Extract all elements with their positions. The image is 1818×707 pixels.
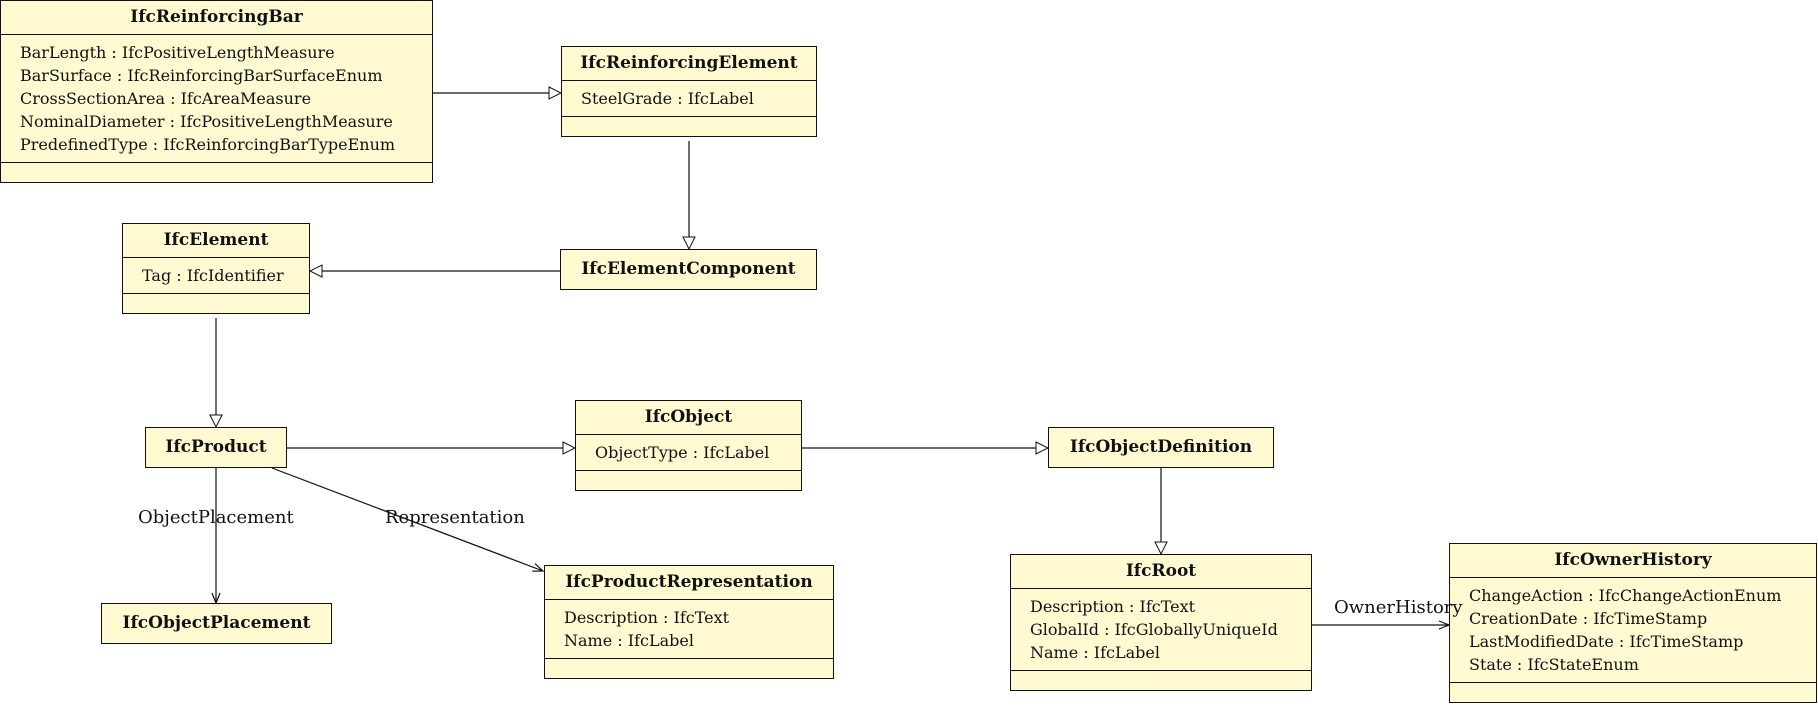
class-ifcreinforcingelement: IfcReinforcingElement SteelGrade : IfcLa…	[561, 46, 817, 137]
attribute: PredefinedType : IfcReinforcingBarTypeEn…	[20, 135, 396, 154]
class-name: IfcRoot	[1125, 561, 1197, 581]
attribute: Description : IfcText	[1030, 597, 1196, 616]
class-name: IfcObject	[644, 407, 733, 427]
class-ifcreinforcingbar: IfcReinforcingBar BarLength : IfcPositiv…	[0, 0, 433, 183]
attribute: SteelGrade : IfcLabel	[581, 89, 754, 108]
attribute: BarLength : IfcPositiveLengthMeasure	[20, 43, 335, 62]
attribute-list: ChangeAction : IfcChangeActionEnum Creat…	[1450, 577, 1816, 682]
operations-compartment	[1011, 670, 1311, 690]
attribute: Description : IfcText	[564, 608, 730, 627]
attribute: Name : IfcLabel	[1030, 643, 1160, 662]
attribute: State : IfcStateEnum	[1469, 655, 1639, 674]
class-name: IfcProductRepresentation	[565, 572, 813, 592]
class-ifcelementcomponent: IfcElementComponent	[560, 249, 817, 290]
attribute: GlobalId : IfcGloballyUniqueId	[1030, 620, 1278, 639]
class-ifcobjectplacement: IfcObjectPlacement	[101, 603, 332, 644]
association-label-representation: Representation	[385, 507, 525, 528]
attribute-list: Description : IfcText GlobalId : IfcGlob…	[1011, 588, 1311, 670]
attribute-list: ObjectType : IfcLabel	[576, 434, 801, 470]
operations-compartment	[123, 293, 309, 313]
class-ifcownerhistory: IfcOwnerHistory ChangeAction : IfcChange…	[1449, 543, 1817, 703]
attribute-list: BarLength : IfcPositiveLengthMeasure Bar…	[1, 34, 432, 162]
class-ifcelement: IfcElement Tag : IfcIdentifier	[122, 223, 310, 314]
operations-compartment	[1450, 682, 1816, 702]
attribute: ObjectType : IfcLabel	[595, 443, 770, 462]
class-name: IfcElement	[163, 230, 269, 250]
class-name: IfcReinforcingElement	[580, 53, 798, 73]
class-ifcproductrepresentation: IfcProductRepresentation Description : I…	[544, 565, 834, 679]
class-ifcobject: IfcObject ObjectType : IfcLabel	[575, 400, 802, 491]
attribute-list: Tag : IfcIdentifier	[123, 257, 309, 293]
attribute: BarSurface : IfcReinforcingBarSurfaceEnu…	[20, 66, 383, 85]
association-product-representation	[271, 467, 543, 571]
class-name: IfcOwnerHistory	[1554, 550, 1712, 570]
class-ifcroot: IfcRoot Description : IfcText GlobalId :…	[1010, 554, 1312, 691]
attribute: Tag : IfcIdentifier	[142, 266, 284, 285]
class-name: IfcObjectPlacement	[122, 613, 311, 633]
attribute: NominalDiameter : IfcPositiveLengthMeasu…	[20, 112, 393, 131]
class-ifcobjectdefinition: IfcObjectDefinition	[1048, 427, 1274, 468]
class-name: IfcProduct	[165, 437, 267, 457]
class-name: IfcElementComponent	[581, 259, 796, 279]
attribute-list: SteelGrade : IfcLabel	[562, 80, 816, 116]
operations-compartment	[545, 658, 833, 678]
attribute: ChangeAction : IfcChangeActionEnum	[1469, 586, 1782, 605]
attribute: CrossSectionArea : IfcAreaMeasure	[20, 89, 312, 108]
class-ifcproduct: IfcProduct	[145, 427, 287, 468]
association-label-ownerhistory: OwnerHistory	[1334, 597, 1463, 618]
operations-compartment	[576, 470, 801, 490]
attribute: LastModifiedDate : IfcTimeStamp	[1469, 632, 1744, 651]
attribute: Name : IfcLabel	[564, 631, 694, 650]
operations-compartment	[562, 116, 816, 136]
class-name: IfcReinforcingBar	[130, 7, 303, 27]
association-label-objectplacement: ObjectPlacement	[138, 507, 294, 528]
operations-compartment	[1, 162, 432, 182]
class-name: IfcObjectDefinition	[1069, 437, 1253, 457]
attribute: CreationDate : IfcTimeStamp	[1469, 609, 1708, 628]
attribute-list: Description : IfcText Name : IfcLabel	[545, 599, 833, 658]
